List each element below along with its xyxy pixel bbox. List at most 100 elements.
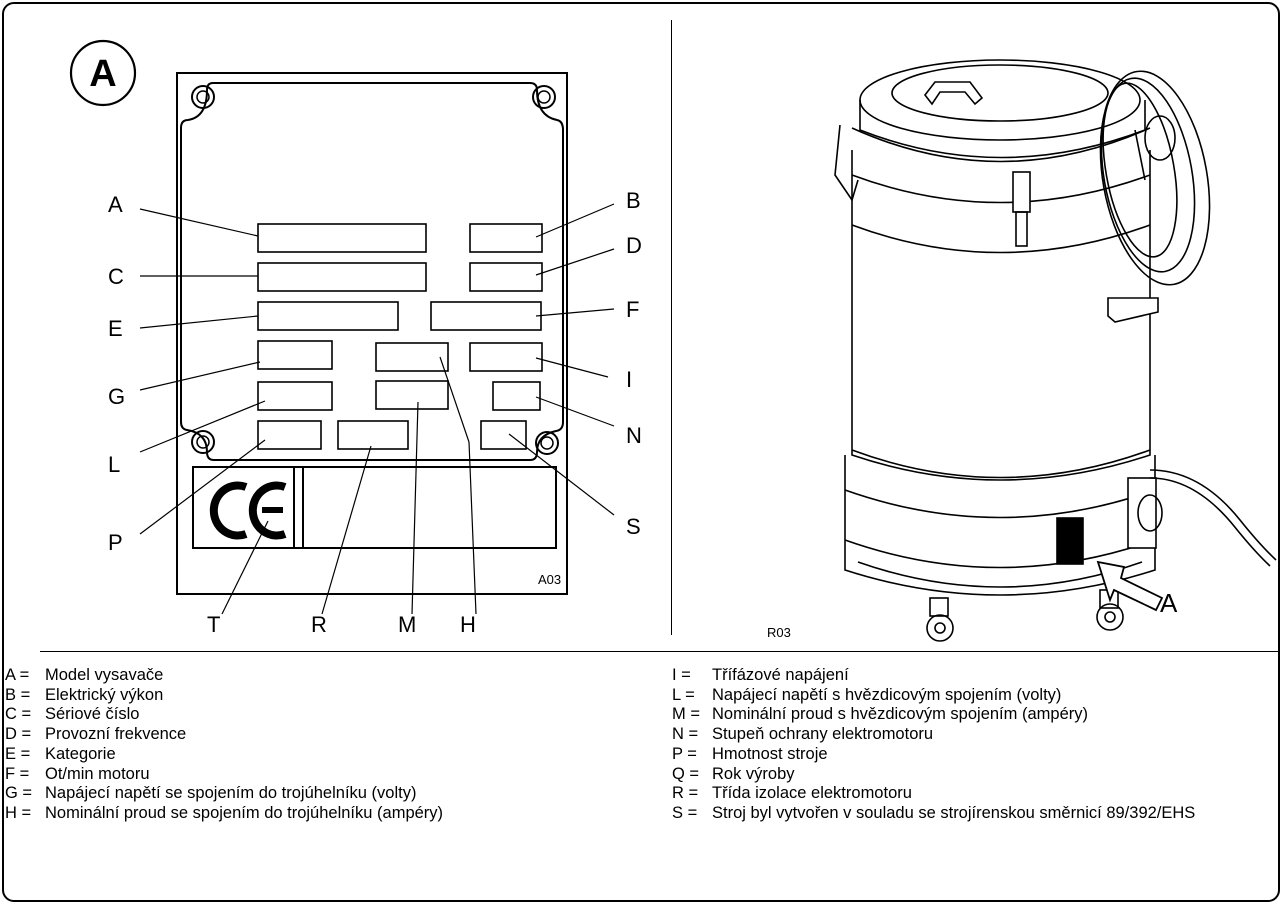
- callout-f: F: [626, 297, 639, 322]
- vertical-divider: [671, 20, 672, 635]
- callout-i: I: [626, 367, 632, 392]
- legend-item: L = Napájecí napětí s hvězdicovým spojení…: [672, 686, 1272, 706]
- legend-key: R =: [672, 784, 699, 803]
- legend-item: B = Elektrický výkon: [5, 686, 605, 706]
- callout-h: H: [460, 612, 476, 637]
- plate-location-marker: [1056, 517, 1084, 565]
- field-f: [430, 301, 542, 331]
- legend-text: Napájecí napětí s hvězdicovým spojením (…: [712, 685, 1062, 704]
- callout-a: A: [108, 192, 123, 217]
- legend-key: G =: [5, 784, 33, 803]
- legend-key: B =: [5, 685, 31, 704]
- callout-r: R: [311, 612, 327, 637]
- section-a-badge-label: A: [89, 53, 116, 95]
- callout-g: G: [108, 384, 125, 409]
- section-a-badge: A: [69, 39, 137, 107]
- callout-p: P: [108, 530, 123, 555]
- field-d: [469, 262, 543, 292]
- legend-text: Rok výroby: [712, 764, 795, 783]
- legend-key: Q =: [672, 764, 700, 783]
- legend-item: C = Sériové číslo: [5, 705, 605, 725]
- callout-s: S: [626, 514, 641, 539]
- ce-mark-icon: [209, 481, 287, 540]
- legend-item: G = Napájecí napětí se spojením do trojúh…: [5, 784, 605, 804]
- vacuum-cleaner-drawing: [834, 59, 1277, 642]
- callout-d: D: [626, 233, 642, 258]
- legend-text: Třífázové napájení: [712, 666, 849, 684]
- data-plate: [176, 72, 568, 595]
- legend-text: Nominální proud s hvězdicovým spojením (…: [712, 705, 1088, 724]
- legend-text: Ot/min motoru: [45, 764, 150, 783]
- legend-text: Stupeň ochrany elektromotoru: [712, 725, 934, 744]
- legend-text: Stroj byl vytvořen v souladu se strojíre…: [712, 803, 1196, 822]
- legend-left: A = Model vysavače B = Elektrický výkon C = S…: [5, 666, 605, 824]
- legend-key: E =: [5, 744, 31, 763]
- callout-m: M: [398, 612, 416, 637]
- arrow-label: A: [1160, 588, 1178, 618]
- field-i: [469, 342, 543, 372]
- machine-code: R03: [767, 625, 791, 640]
- callout-b: B: [626, 188, 641, 213]
- legend-key: S =: [672, 803, 698, 822]
- horizontal-divider: [40, 651, 1280, 652]
- callout-n: N: [626, 423, 642, 448]
- legend-item: I = Třífázové napájení: [672, 666, 1272, 686]
- legend-item: F = Ot/min motoru: [5, 765, 605, 785]
- field-b: [469, 223, 543, 253]
- field-s: [480, 420, 527, 450]
- legend-item: P = Hmotnost stroje: [672, 745, 1272, 765]
- field-m: [375, 380, 449, 410]
- field-p: [257, 420, 322, 450]
- legend-item: M = Nominální proud s hvězdicovým spojení…: [672, 705, 1272, 725]
- field-l: [257, 381, 333, 411]
- field-a: [257, 223, 427, 253]
- legend-text: Hmotnost stroje: [712, 744, 828, 763]
- legend-item: R = Třída izolace elektromotoru: [672, 784, 1272, 804]
- legend-item: N = Stupeň ochrany elektromotoru: [672, 725, 1272, 745]
- wheel-left: [926, 597, 954, 642]
- legend-text: Model vysavače: [45, 666, 164, 684]
- legend-text: Kategorie: [45, 744, 116, 763]
- legend-key: I =: [672, 666, 691, 684]
- legend-key: C =: [5, 705, 32, 724]
- callout-c: C: [108, 264, 124, 289]
- legend-text: Provozní frekvence: [45, 725, 187, 744]
- legend-right: I = Třífázové napájení L = Napájecí napětí …: [672, 666, 1272, 824]
- field-h: [375, 342, 449, 372]
- legend-item: A = Model vysavače: [5, 666, 605, 686]
- legend-text: Elektrický výkon: [45, 685, 164, 704]
- legend-key: N =: [672, 725, 699, 744]
- legend-item: E = Kategorie: [5, 745, 605, 765]
- legend-text: Třída izolace elektromotoru: [712, 784, 912, 803]
- field-n: [492, 381, 541, 411]
- legend-key: H =: [5, 803, 32, 822]
- legend-text: Sériové číslo: [45, 705, 140, 724]
- field-r: [337, 420, 409, 450]
- screw-bottom-right: [535, 431, 559, 455]
- callout-e: E: [108, 316, 123, 341]
- legend-item: H = Nominální proud se spojením do trojúh…: [5, 804, 605, 824]
- legend-key: L =: [672, 685, 695, 704]
- callout-l: L: [108, 452, 120, 477]
- field-e: [257, 301, 399, 331]
- legend-key: D =: [5, 725, 32, 744]
- field-g: [257, 340, 333, 370]
- legend-key: F =: [5, 764, 30, 783]
- legend-key: P =: [672, 744, 697, 763]
- legend-text: Napájecí napětí se spojením do trojúheln…: [45, 784, 417, 803]
- screw-top-right: [532, 85, 556, 109]
- leader-lines: [139, 203, 615, 615]
- legend-key: A =: [5, 666, 30, 684]
- legend-item: S = Stroj byl vytvořen v souladu se stroj…: [672, 804, 1272, 824]
- legend-item: D = Provozní frekvence: [5, 725, 605, 745]
- legend-text: Nominální proud se spojením do trojúheln…: [45, 803, 444, 822]
- legend-item: Q = Rok výroby: [672, 765, 1272, 785]
- plate-code: A03: [538, 572, 561, 587]
- field-c: [257, 262, 427, 292]
- callout-t: T: [207, 612, 220, 637]
- screw-bottom-left: [191, 430, 215, 454]
- screw-top-left: [191, 85, 215, 109]
- legend-key: M =: [672, 705, 700, 724]
